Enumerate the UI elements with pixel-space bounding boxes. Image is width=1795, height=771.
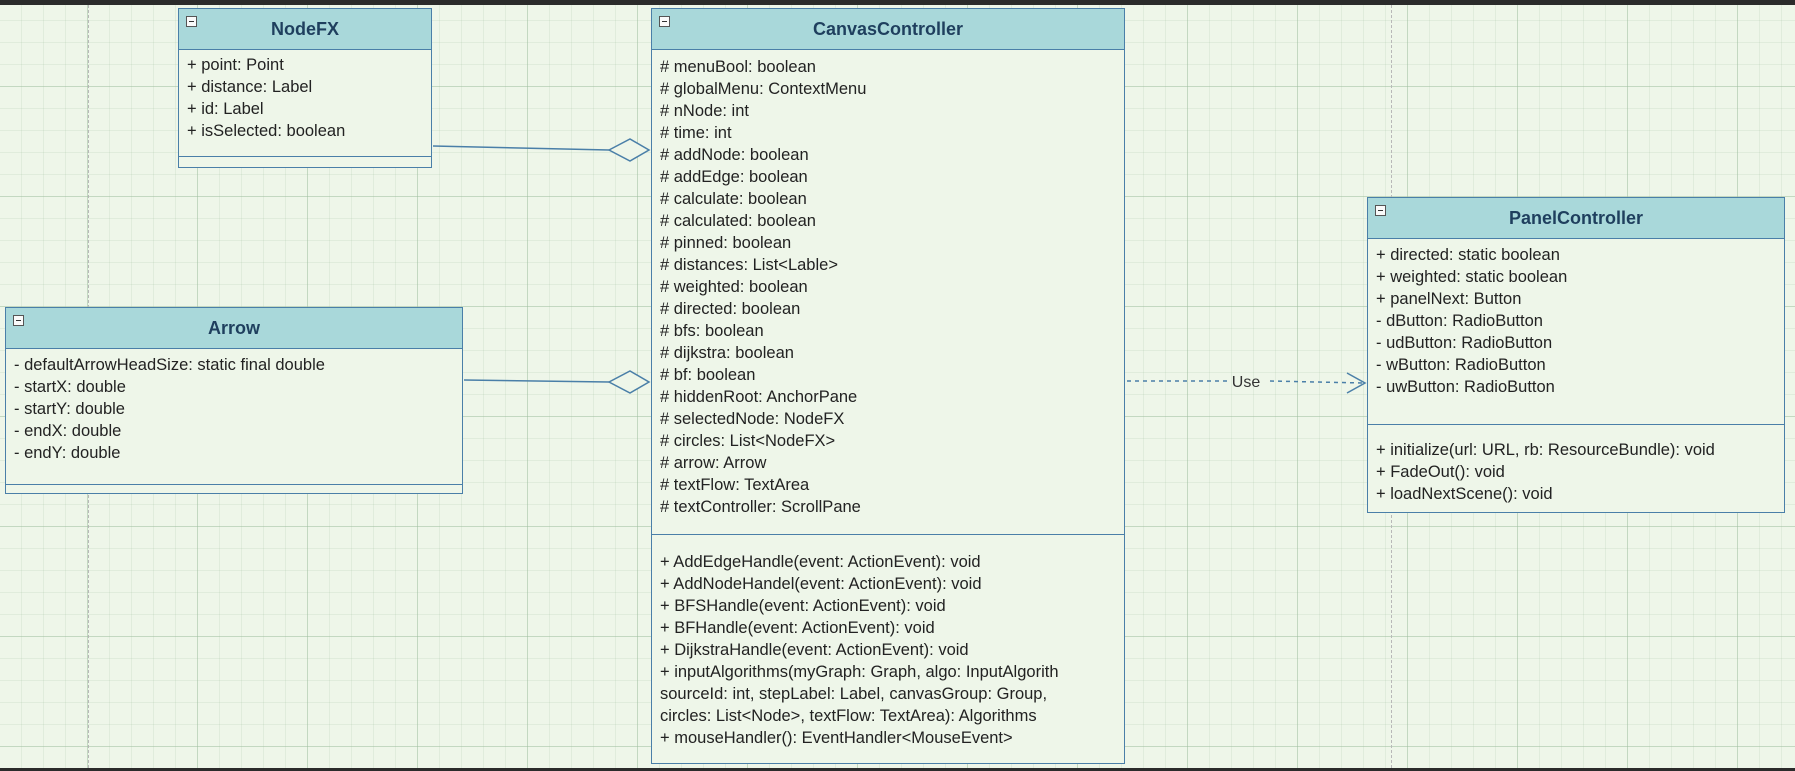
class-header: NodeFX <box>179 9 431 50</box>
attribute-item: # pinned: boolean <box>660 234 792 252</box>
class-name: CanvasController <box>812 18 964 39</box>
methods-section <box>6 484 462 485</box>
attribute-item: # bf: boolean <box>660 366 756 384</box>
attribute-item: # selectedNode: NodeFX <box>660 410 845 428</box>
attributes-section: - defaultArrowHeadSize: static final dou… <box>6 349 462 484</box>
attribute-item: # distances: List<Lable> <box>660 256 838 274</box>
attributes-section: # menuBool: boolean # globalMenu: Contex… <box>652 50 1124 534</box>
class-header: Arrow <box>6 308 462 349</box>
aggregation-diamond-icon <box>607 370 651 394</box>
class-arrow[interactable]: Arrow - defaultArrowHeadSize: static fin… <box>5 307 463 494</box>
attribute-item: # hiddenRoot: AnchorPane <box>660 388 858 406</box>
attribute-item: - dButton: RadioButton <box>1376 312 1543 330</box>
method-item: + AddNodeHandel(event: ActionEvent): voi… <box>660 575 982 593</box>
attribute-item: - startX: double <box>14 378 126 396</box>
attribute-item: - defaultArrowHeadSize: static final dou… <box>14 356 325 374</box>
attribute-item: # directed: boolean <box>660 300 801 318</box>
aggregation-arrow-canvas[interactable] <box>463 370 651 394</box>
attribute-item: # addEdge: boolean <box>660 168 808 186</box>
attribute-item: - startY: double <box>14 400 125 418</box>
attribute-item: # globalMenu: ContextMenu <box>660 80 867 98</box>
class-name: PanelController <box>1508 207 1644 228</box>
attribute-item: # menuBool: boolean <box>660 58 816 76</box>
attribute-item: - wButton: RadioButton <box>1376 356 1546 374</box>
methods-section <box>179 156 431 157</box>
class-header: CanvasController <box>652 9 1124 50</box>
aggregation-nodefx-canvas[interactable] <box>432 138 651 162</box>
attribute-item: # dijkstra: boolean <box>660 344 794 362</box>
collapse-icon[interactable] <box>13 315 24 326</box>
method-item: + AddEdgeHandle(event: ActionEvent): voi… <box>660 553 981 571</box>
attribute-item: + point: Point <box>187 56 284 74</box>
attribute-item: - endX: double <box>14 422 122 440</box>
attribute-item: + isSelected: boolean <box>187 122 346 140</box>
attributes-section: + point: Point + distance: Label + id: L… <box>179 50 431 156</box>
attribute-item: + directed: static boolean <box>1376 246 1560 264</box>
method-item: + BFSHandle(event: ActionEvent): void <box>660 597 946 615</box>
collapse-icon[interactable] <box>186 16 197 27</box>
attribute-item: # nNode: int <box>660 102 749 120</box>
attribute-item: # addNode: boolean <box>660 146 809 164</box>
attribute-item: # arrow: Arrow <box>660 454 767 472</box>
attribute-item: # textFlow: TextArea <box>660 476 810 494</box>
top-bar <box>0 0 1795 5</box>
attribute-item: # weighted: boolean <box>660 278 808 296</box>
attribute-item: # calculate: boolean <box>660 190 807 208</box>
attribute-item: # time: int <box>660 124 732 142</box>
method-item: + initialize(url: URL, rb: ResourceBundl… <box>1376 441 1715 459</box>
method-item: + mouseHandler(): EventHandler<MouseEven… <box>660 729 1013 747</box>
attribute-item: # circles: List<NodeFX> <box>660 432 836 450</box>
method-item: circles: List<Node>, textFlow: TextArea)… <box>660 707 1037 725</box>
attribute-item: - uwButton: RadioButton <box>1376 378 1555 396</box>
method-item: + loadNextScene(): void <box>1376 485 1553 503</box>
attribute-item: - udButton: RadioButton <box>1376 334 1553 352</box>
dependency-use-canvas-panel[interactable]: Use <box>1127 372 1367 394</box>
class-name: NodeFX <box>270 18 339 39</box>
collapse-icon[interactable] <box>659 16 670 27</box>
method-item: sourceId: int, stepLabel: Label, canvasG… <box>660 685 1048 703</box>
class-nodefx[interactable]: NodeFX + point: Point + distance: Label … <box>178 8 432 168</box>
attribute-item: + id: Label <box>187 100 264 118</box>
class-panelcontroller[interactable]: PanelController + directed: static boole… <box>1367 197 1785 513</box>
method-item: + inputAlgorithms(myGraph: Graph, algo: … <box>660 663 1059 681</box>
attribute-item: + panelNext: Button <box>1376 290 1522 308</box>
method-item: + DijkstraHandle(event: ActionEvent): vo… <box>660 641 969 659</box>
class-header: PanelController <box>1368 198 1784 239</box>
open-arrowhead-icon <box>1346 372 1367 394</box>
attribute-item: - endY: double <box>14 444 121 462</box>
methods-section: + AddEdgeHandle(event: ActionEvent): voi… <box>652 534 1124 753</box>
dependency-label: Use <box>1232 374 1261 391</box>
class-name: Arrow <box>207 317 260 338</box>
bottom-bar <box>0 768 1795 771</box>
attribute-item: # bfs: boolean <box>660 322 764 340</box>
class-canvascontroller[interactable]: CanvasController # menuBool: boolean # g… <box>651 8 1125 764</box>
aggregation-diamond-icon <box>607 138 651 162</box>
collapse-icon[interactable] <box>1375 205 1386 216</box>
attributes-section: + directed: static boolean + weighted: s… <box>1368 239 1784 424</box>
methods-section: + initialize(url: URL, rb: ResourceBundl… <box>1368 424 1784 509</box>
attribute-item: + distance: Label <box>187 78 313 96</box>
method-item: + BFHandle(event: ActionEvent): void <box>660 619 935 637</box>
method-item: + FadeOut(): void <box>1376 463 1505 481</box>
attribute-item: + weighted: static boolean <box>1376 268 1568 286</box>
attribute-item: # textController: ScrollPane <box>660 498 861 516</box>
attribute-item: # calculated: boolean <box>660 212 816 230</box>
